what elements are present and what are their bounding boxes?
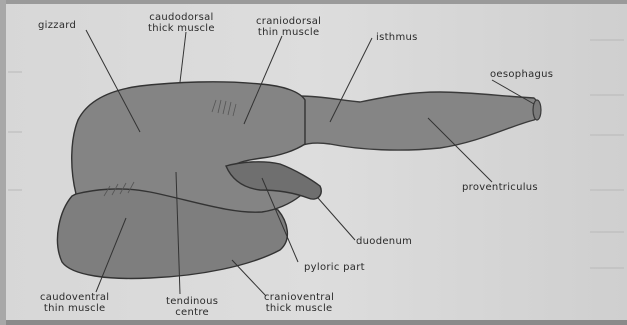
label-tendinous-centre: tendinous centre — [166, 296, 218, 318]
label-duodenum: duodenum — [356, 236, 412, 247]
label-tendinous-line2: centre — [166, 307, 218, 318]
bottom-border-shadow — [0, 320, 627, 325]
label-caudodorsal-line1: caudodorsal — [148, 12, 215, 23]
oesophagus-opening — [533, 100, 541, 120]
label-craniodorsal-line1: craniodorsal — [256, 16, 321, 27]
left-border-shadow — [0, 0, 6, 325]
label-pyloric-part: pyloric part — [304, 262, 365, 273]
label-proventriculus: proventriculus — [462, 182, 538, 193]
label-cranioventral-thick-muscle: cranioventral thick muscle — [264, 292, 334, 314]
label-oesophagus: oesophagus — [490, 69, 553, 80]
label-caudodorsal-thick-muscle: caudodorsal thick muscle — [148, 12, 215, 34]
label-caudoventral-line1: caudoventral — [40, 292, 109, 303]
label-caudodorsal-line2: thick muscle — [148, 23, 215, 34]
label-cranioventral-line2: thick muscle — [264, 303, 334, 314]
label-gizzard: gizzard — [38, 20, 76, 31]
label-isthmus: isthmus — [376, 32, 418, 43]
oesophagus-proventriculus-tube — [300, 92, 540, 150]
top-border-shadow — [0, 0, 627, 4]
label-craniodorsal-thin-muscle: craniodorsal thin muscle — [256, 16, 321, 38]
label-tendinous-line1: tendinous — [166, 296, 218, 307]
label-cranioventral-line1: cranioventral — [264, 292, 334, 303]
label-caudoventral-line2: thin muscle — [40, 303, 109, 314]
label-caudoventral-thin-muscle: caudoventral thin muscle — [40, 292, 109, 314]
label-craniodorsal-line2: thin muscle — [256, 27, 321, 38]
